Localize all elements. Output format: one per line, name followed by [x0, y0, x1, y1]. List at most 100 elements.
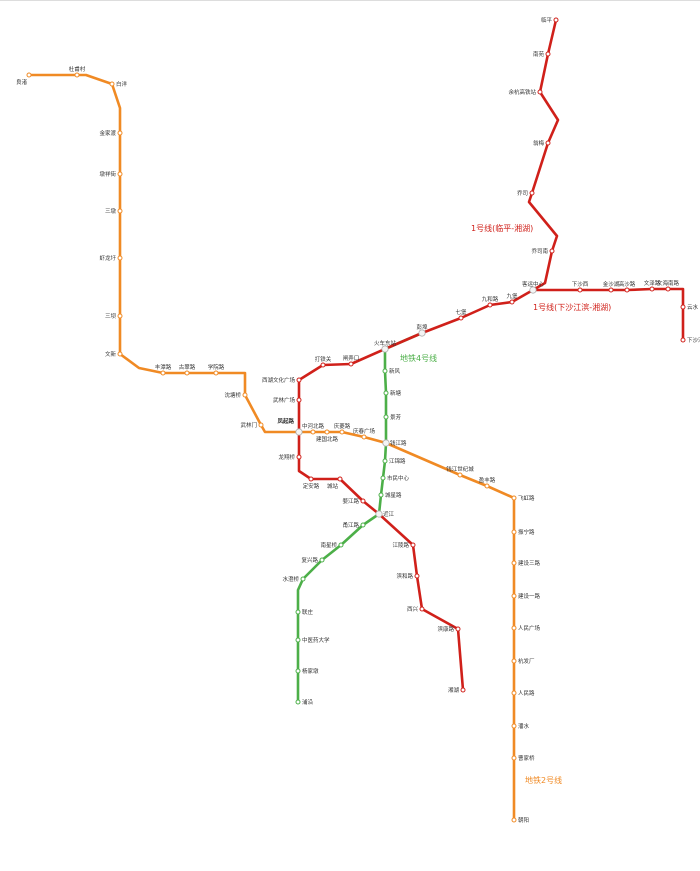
- station-marker-jiubao[interactable]: [509, 299, 515, 305]
- station-label-caojiaqiao[interactable]: 曹家桥: [518, 754, 535, 762]
- station-marker-zhonghebeilu[interactable]: [310, 429, 316, 435]
- station-label-chengzhan[interactable]: 城站: [327, 482, 339, 490]
- station-marker-datieguan[interactable]: [320, 362, 326, 368]
- station-label-pengbu[interactable]: 彭埠: [416, 323, 428, 331]
- station-label-xiashajiangbin[interactable]: 下沙江滨: [687, 336, 700, 344]
- station-marker-qiaosi[interactable]: [529, 190, 535, 196]
- station-marker-jiansheyilu[interactable]: [511, 593, 517, 599]
- station-marker-sandun[interactable]: [117, 208, 123, 214]
- station-marker-sanba[interactable]: [117, 313, 123, 319]
- station-label-xiashaxi[interactable]: 下沙西: [572, 281, 589, 288]
- station-marker-longxiangqiao[interactable]: [296, 454, 302, 460]
- station-label-shuichengqiao[interactable]: 水澄桥: [282, 575, 299, 583]
- station-marker-zhenninglu[interactable]: [511, 529, 517, 535]
- station-marker-renminguangchang[interactable]: [511, 625, 517, 631]
- interchange-marker-jinjiang[interactable]: [375, 510, 383, 518]
- station-marker-chengzhan[interactable]: [337, 476, 343, 482]
- station-label-baiyang[interactable]: 白洋: [116, 80, 128, 88]
- station-marker-xintang[interactable]: [383, 390, 389, 396]
- station-marker-wulinmen[interactable]: [258, 422, 264, 428]
- station-marker-wenzelu[interactable]: [649, 286, 655, 292]
- station-label-jiuhelu[interactable]: 九和路: [482, 295, 499, 303]
- station-label-yongjianglu[interactable]: 甬江路: [342, 521, 359, 529]
- station-label-jinshahu[interactable]: 金沙湖: [603, 280, 620, 288]
- station-label-wenhainanlu[interactable]: 文海南路: [657, 279, 680, 287]
- station-marker-wujianglu[interactable]: [360, 498, 366, 504]
- station-label-jiubao[interactable]: 九堡: [506, 292, 518, 300]
- station-label-yangjiadun[interactable]: 杨家墩: [302, 667, 319, 675]
- station-marker-dufucun[interactable]: [74, 72, 80, 78]
- station-label-hangfachang[interactable]: 杭发厂: [518, 657, 535, 665]
- station-label-jiangjinlu[interactable]: 江锦路: [389, 457, 406, 465]
- station-marker-xialongwei[interactable]: [117, 255, 123, 261]
- station-label-dinganlu[interactable]: 定安路: [303, 482, 320, 490]
- station-marker-dunxiangjie[interactable]: [117, 171, 123, 177]
- station-marker-yunshui[interactable]: [680, 304, 686, 310]
- station-label-huochedong[interactable]: 火车东站: [374, 339, 397, 347]
- station-label-xihuwenhua[interactable]: 西湖文化广场: [262, 376, 296, 384]
- station-marker-qinglinglu[interactable]: [339, 429, 345, 435]
- station-label-dunxiangjie[interactable]: 墩祥街: [99, 170, 116, 178]
- station-marker-wulinguangchang[interactable]: [296, 397, 302, 403]
- station-marker-xueyuanlu[interactable]: [213, 370, 219, 376]
- station-label-nanxingqiao[interactable]: 南星桥: [320, 541, 337, 549]
- station-marker-jinshahu[interactable]: [608, 287, 614, 293]
- station-marker-hangfachang[interactable]: [511, 658, 517, 664]
- station-label-yuhang[interactable]: 余杭高铁站: [508, 88, 536, 96]
- station-marker-fuxinglu[interactable]: [319, 557, 325, 563]
- station-marker-xianghu[interactable]: [460, 687, 466, 693]
- station-label-shiminzhongxin[interactable]: 市民中心: [387, 474, 410, 482]
- station-label-qingchunguangchang[interactable]: 庆春广场: [353, 427, 376, 435]
- station-marker-shentangqiao[interactable]: [242, 392, 248, 398]
- station-label-dufucun[interactable]: 杜甫村: [69, 65, 86, 73]
- interchange-marker-keyun[interactable]: [529, 286, 537, 294]
- station-label-qiaosinan[interactable]: 乔司南: [531, 247, 548, 255]
- station-marker-yuhang[interactable]: [537, 89, 543, 95]
- station-label-fengqilu[interactable]: 凤起路: [277, 417, 294, 425]
- interchange-marker-qianjianglu[interactable]: [382, 439, 390, 447]
- station-marker-xiashaxi[interactable]: [577, 287, 583, 293]
- station-label-wulinguangchang[interactable]: 武林广场: [273, 396, 296, 404]
- station-label-wulinmen[interactable]: 武林门: [240, 421, 257, 429]
- station-marker-chaoyang[interactable]: [511, 817, 517, 823]
- station-marker-binkanglu[interactable]: [455, 626, 461, 632]
- station-marker-qiaosinan[interactable]: [549, 248, 555, 254]
- station-label-feihonglu[interactable]: 飞虹路: [518, 494, 535, 502]
- station-marker-nanxingqiao[interactable]: [338, 542, 344, 548]
- station-marker-wengmei[interactable]: [545, 140, 551, 146]
- station-marker-gucuilu[interactable]: [184, 370, 190, 376]
- station-marker-zhongyiyao[interactable]: [295, 637, 301, 643]
- station-marker-renminlu[interactable]: [511, 690, 517, 696]
- station-label-gucuilu[interactable]: 古翠路: [179, 363, 196, 371]
- station-label-xialongwei[interactable]: 虾龙圩: [99, 254, 116, 262]
- station-marker-shuichengqiao[interactable]: [300, 576, 306, 582]
- station-marker-binhelu[interactable]: [414, 573, 420, 579]
- station-marker-yingfenglu[interactable]: [484, 483, 490, 489]
- station-marker-xinfeng[interactable]: [382, 368, 388, 374]
- station-marker-baiyang[interactable]: [109, 81, 115, 87]
- station-marker-gaoshalu[interactable]: [624, 287, 630, 293]
- station-marker-jiuhelu[interactable]: [487, 302, 493, 308]
- station-label-jiansheyilu[interactable]: 建设一路: [518, 592, 541, 600]
- station-label-zhenninglu[interactable]: 振宁路: [518, 528, 535, 536]
- station-label-jingfang[interactable]: 景芳: [390, 413, 402, 421]
- station-label-fuxinglu[interactable]: 复兴路: [301, 556, 318, 564]
- station-label-xintang[interactable]: 新塘: [390, 389, 402, 397]
- station-marker-wenhainanlu[interactable]: [665, 286, 671, 292]
- station-marker-xixing[interactable]: [419, 606, 425, 612]
- station-marker-linping[interactable]: [553, 17, 559, 23]
- station-label-qianjianglu[interactable]: 钱江路: [390, 439, 407, 447]
- station-label-sanba[interactable]: 三坝: [105, 312, 117, 320]
- station-marker-jinjiadu[interactable]: [117, 130, 123, 136]
- station-marker-chengxinglu[interactable]: [378, 492, 384, 498]
- station-label-jinjiang[interactable]: 近江: [383, 510, 395, 518]
- station-label-renminlu[interactable]: 人民路: [518, 689, 535, 697]
- station-label-xueyuanlu[interactable]: 学院路: [208, 363, 225, 371]
- station-marker-qingchunguangchang[interactable]: [361, 434, 367, 440]
- station-label-zhongyiyao[interactable]: 中医药大学: [302, 636, 330, 644]
- station-label-yunshui[interactable]: 云水: [687, 303, 699, 311]
- station-marker-nanyuan[interactable]: [545, 51, 551, 57]
- station-label-zhonghebeilu[interactable]: 中河北路: [302, 422, 325, 430]
- station-marker-feihonglu[interactable]: [511, 495, 517, 501]
- station-label-qinglinglu[interactable]: 庆菱路: [334, 422, 351, 430]
